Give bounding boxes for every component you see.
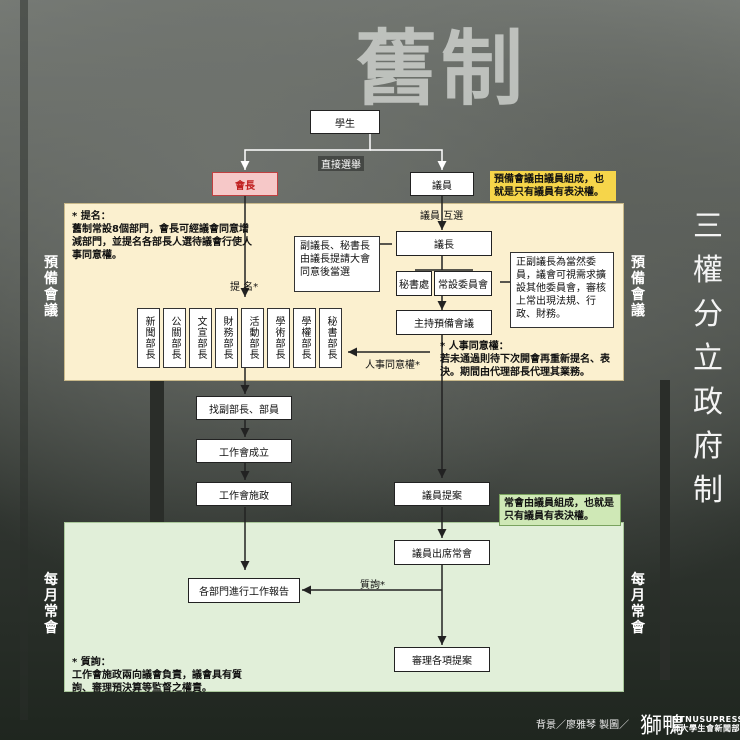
monthly-session-tag: 常會由議員組成，也就是只有議員有表決權。	[499, 494, 621, 526]
attend-session-node: 議員出席常會	[394, 540, 490, 565]
council-formed-node: 工作會成立	[196, 439, 292, 463]
inquiry-note: * 質詢：工作會施政兩向議會負責，議會具有質詢、審理預決算等監督之權責。	[72, 657, 242, 694]
review-node: 審理各項提案	[394, 647, 490, 672]
minister-box: 活動部長	[241, 308, 264, 368]
preside-prep-node: 主持預備會議	[396, 310, 492, 335]
minister-box: 學術部長	[267, 308, 290, 368]
personnel-consent-label: 人事同意權*	[365, 360, 420, 371]
council-operate-node: 工作會施政	[196, 482, 292, 506]
prep-label-left: 預備會議	[44, 255, 58, 319]
nomination-note: * 提名：舊制常設8個部門，會長可經議會同意增減部門，並提名各部長人選待議會行使…	[72, 211, 252, 261]
prep-meeting-tag: 預備會議由議員組成，也就是只有議員有表決權。	[490, 171, 616, 201]
tree-trunk	[20, 0, 28, 720]
tree-trunk	[660, 380, 670, 680]
consent-note: * 人事同意權：若未通過則待下次開會再重新提名、表決。期間由代理部長代理其業務。	[440, 341, 610, 378]
student-node: 學生	[310, 110, 380, 134]
prep-label-right: 預備會議	[631, 255, 645, 319]
monthly-label-left: 每月常會	[44, 572, 58, 636]
monthly-label-right: 每月常會	[631, 572, 645, 636]
minister-box: 新聞部長	[137, 308, 160, 368]
recruit-node: 找副部長、部員	[196, 396, 292, 420]
speaker-node: 議長	[396, 231, 492, 256]
side-title: 三權分 立政府 制	[693, 209, 723, 508]
nominate-label: 提 名*	[230, 282, 259, 293]
minister-box: 學權部長	[293, 308, 316, 368]
committee-note-box: 正副議長為當然委員，議會可視需求擴設其他委員會，審核上常出現法規、行政、財務。	[510, 252, 614, 328]
main-title: 舊制	[355, 21, 528, 117]
credit-text: 背景／廖雅琴 製圖／	[536, 720, 630, 731]
secretariat-node: 秘書處	[396, 271, 432, 296]
deputy-note-box: 副議長、秘書長由議長提請大會同意後當選	[294, 236, 380, 292]
logo-text: 獅鴨	[640, 714, 685, 739]
minister-box: 秘書部長	[319, 308, 342, 368]
member-election-label: 議員 互選	[420, 211, 464, 222]
minister-box: 財務部長	[215, 308, 238, 368]
direct-vote-label: 直接選舉	[318, 156, 364, 171]
standing-committee-node: 常設委員會	[434, 271, 492, 296]
monthly-session-panel	[64, 522, 624, 692]
dept-report-node: 各部門進行工作報告	[188, 578, 300, 603]
member-proposal-node: 議員提案	[394, 482, 490, 506]
minister-box: 公關部長	[163, 308, 186, 368]
minister-box: 文宣部長	[189, 308, 212, 368]
president-node: 會長	[212, 172, 278, 196]
council-member-node: 議員	[410, 172, 474, 196]
inquiry-label: 質詢*	[360, 580, 385, 591]
